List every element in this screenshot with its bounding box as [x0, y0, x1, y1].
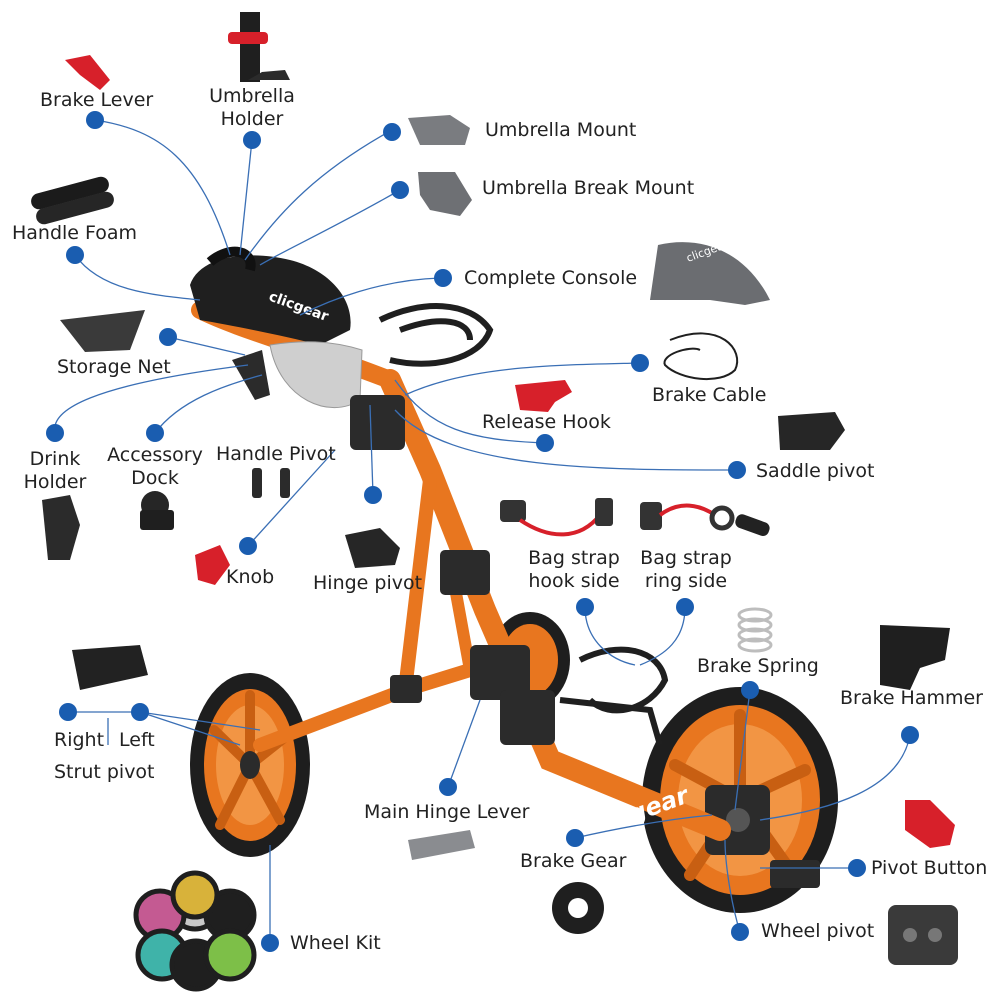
umbrella-mount-icon: [408, 115, 470, 145]
label-left: Left: [119, 729, 155, 751]
label-bag-strap-ring-side: Bag strap ring side: [640, 547, 732, 592]
dot-release-hook: [536, 434, 554, 452]
strut-pivot-icon: [72, 645, 148, 690]
dot-brake-hammer: [901, 726, 919, 744]
dot-umbrella-mount: [383, 123, 401, 141]
umbrella-holder-icon: [228, 12, 290, 82]
label-knob: Knob: [226, 566, 275, 588]
dot-saddle-pivot: [728, 461, 746, 479]
part-thumbnails: clicgear: [31, 12, 958, 992]
dot-bag-strap-hook-side: [576, 598, 594, 616]
brake-hammer-icon: [880, 625, 950, 690]
label-bag-strap-hook-side: Bag strap hook side: [528, 547, 620, 592]
bag-strap-hook-side-icon: [500, 498, 613, 537]
label-handle-foam: Handle Foam: [12, 222, 138, 244]
handle-pivot-icon: [252, 468, 290, 498]
handle-foam-icon: [31, 176, 114, 225]
drink-holder-icon: [42, 495, 80, 560]
label-drink-holder: Drink Holder: [23, 448, 87, 493]
label-brake-cable: Brake Cable: [652, 384, 767, 406]
label-wheel-kit: Wheel Kit: [290, 932, 381, 954]
hinge-pivot-icon: [345, 528, 400, 568]
cart-console: clicgear: [190, 246, 363, 409]
complete-console-icon: [650, 242, 770, 305]
cart-illustration: clicgear www.clicgear.com clicgear: [190, 246, 838, 913]
main-hinge-lever-icon: [408, 830, 475, 860]
label-release-hook: Release Hook: [482, 411, 611, 433]
label-saddle-pivot: Saddle pivot: [756, 460, 875, 482]
bag-strap-ring-side-icon: [640, 502, 770, 537]
dot-left: [131, 703, 149, 721]
label-storage-net: Storage Net: [57, 356, 171, 378]
wheel-kit-icon: [133, 870, 257, 992]
dot-accessory-dock: [146, 424, 164, 442]
brake-cable-icon: [663, 332, 739, 381]
dot-brake-gear: [566, 829, 584, 847]
callout-dots: [46, 111, 919, 952]
label-handle-pivot: Handle Pivot: [216, 443, 336, 465]
dot-storage-net: [159, 328, 177, 346]
label-umbrella-break-mount: Umbrella Break Mount: [482, 177, 695, 199]
label-complete-console: Complete Console: [464, 267, 638, 289]
brake-spring-icon: [737, 607, 773, 653]
label-wheel-pivot: Wheel pivot: [761, 920, 875, 942]
wheel-pivot-icon: [888, 905, 958, 965]
label-accessory-dock: Accessory Dock: [107, 444, 203, 489]
dot-drink-holder: [46, 424, 64, 442]
umbrella-break-mount-icon: [418, 172, 472, 216]
label-brake-spring: Brake Spring: [697, 655, 819, 677]
label-hinge-pivot: Hinge pivot: [313, 572, 423, 594]
dot-hinge-pivot: [364, 486, 382, 504]
label-brake-hammer: Brake Hammer: [840, 687, 983, 709]
brake-lever-icon: [65, 55, 110, 90]
label-pivot-button: Pivot Button: [871, 857, 988, 879]
dot-umbrella-break-mount: [391, 181, 409, 199]
label-umbrella-mount: Umbrella Mount: [485, 119, 637, 141]
label-right: Right: [54, 729, 105, 751]
label-brake-lever: Brake Lever: [40, 89, 154, 111]
label-brake-gear: Brake Gear: [520, 850, 627, 872]
storage-net-icon: [60, 310, 145, 352]
dot-brake-cable: [631, 354, 649, 372]
label-umbrella-holder: Umbrella Holder: [209, 85, 295, 130]
dot-main-hinge-lever: [439, 778, 457, 796]
dot-right: [59, 703, 77, 721]
release-hook-icon: [515, 380, 572, 412]
left-front-wheel: [190, 673, 310, 857]
dot-pivot-button: [848, 859, 866, 877]
dot-knob: [239, 537, 257, 555]
dot-bag-strap-ring-side: [676, 598, 694, 616]
label-main-hinge-lever: Main Hinge Lever: [364, 801, 530, 823]
dot-complete-console: [434, 269, 452, 287]
leader-lines: [53, 119, 911, 943]
label-strut-pivot: Strut pivot: [54, 761, 155, 783]
dot-brake-spring: [741, 681, 759, 699]
dot-umbrella-holder: [243, 131, 261, 149]
dot-handle-foam: [66, 246, 84, 264]
dot-wheel-kit: [261, 934, 279, 952]
accessory-dock-icon: [140, 491, 174, 530]
dot-wheel-pivot: [731, 923, 749, 941]
saddle-pivot-icon: [778, 412, 845, 450]
knob-icon: [195, 545, 230, 585]
brake-gear-icon: [552, 882, 604, 934]
pivot-button-icon: [905, 800, 955, 848]
dot-brake-lever: [86, 111, 104, 129]
